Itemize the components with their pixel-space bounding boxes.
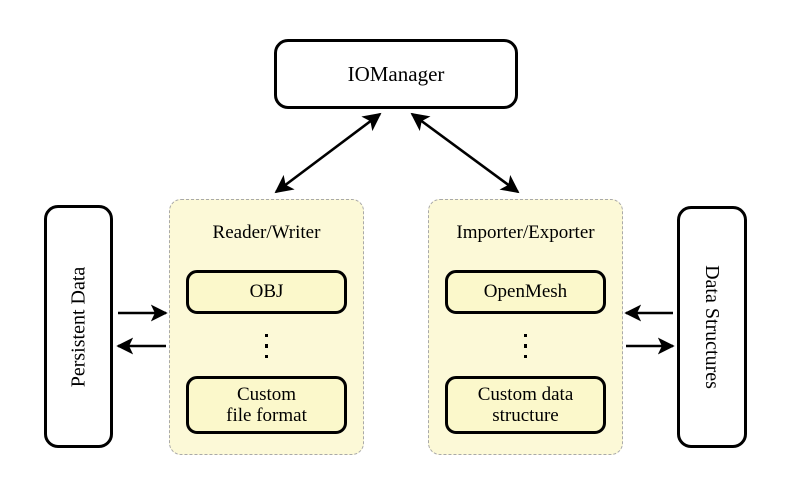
reader-writer-item-custom-line1: Custom <box>236 383 297 405</box>
data-structures-box: Data Structures <box>677 206 747 448</box>
reader-writer-item-custom-file-format: Custom file format <box>186 376 347 434</box>
iomanager-label: IOManager <box>347 61 445 86</box>
reader-writer-title: Reader/Writer <box>212 222 321 243</box>
importer-exporter-item-custom-data-structure: Custom data structure <box>445 376 606 434</box>
importer-exporter-ellipsis-icon <box>429 324 622 368</box>
reader-writer-panel: Reader/Writer OBJ Custom file format <box>169 199 364 455</box>
reader-writer-ellipsis-icon <box>170 324 363 368</box>
importer-exporter-title: Importer/Exporter <box>456 222 595 243</box>
reader-writer-item-obj: OBJ <box>186 270 347 314</box>
reader-writer-item-custom-line2: file format <box>226 405 307 426</box>
reader-writer-item-obj-label: OBJ <box>249 281 284 303</box>
importer-exporter-item-custom-line1: Custom data <box>477 383 574 405</box>
arrow-iomanager-importerexporter <box>410 112 520 194</box>
iomanager-box: IOManager <box>274 39 518 109</box>
importer-exporter-item-custom-line2: structure <box>492 405 559 426</box>
importer-exporter-item-openmesh: OpenMesh <box>445 270 606 314</box>
arrow-iomanager-readerwriter <box>274 112 382 194</box>
importer-exporter-item-openmesh-label: OpenMesh <box>483 281 568 303</box>
persistent-data-label: Persistent Data <box>67 266 90 387</box>
data-structures-label: Data Structures <box>701 265 724 389</box>
persistent-data-box: Persistent Data <box>44 205 113 448</box>
importer-exporter-panel: Importer/Exporter OpenMesh Custom data s… <box>428 199 623 455</box>
